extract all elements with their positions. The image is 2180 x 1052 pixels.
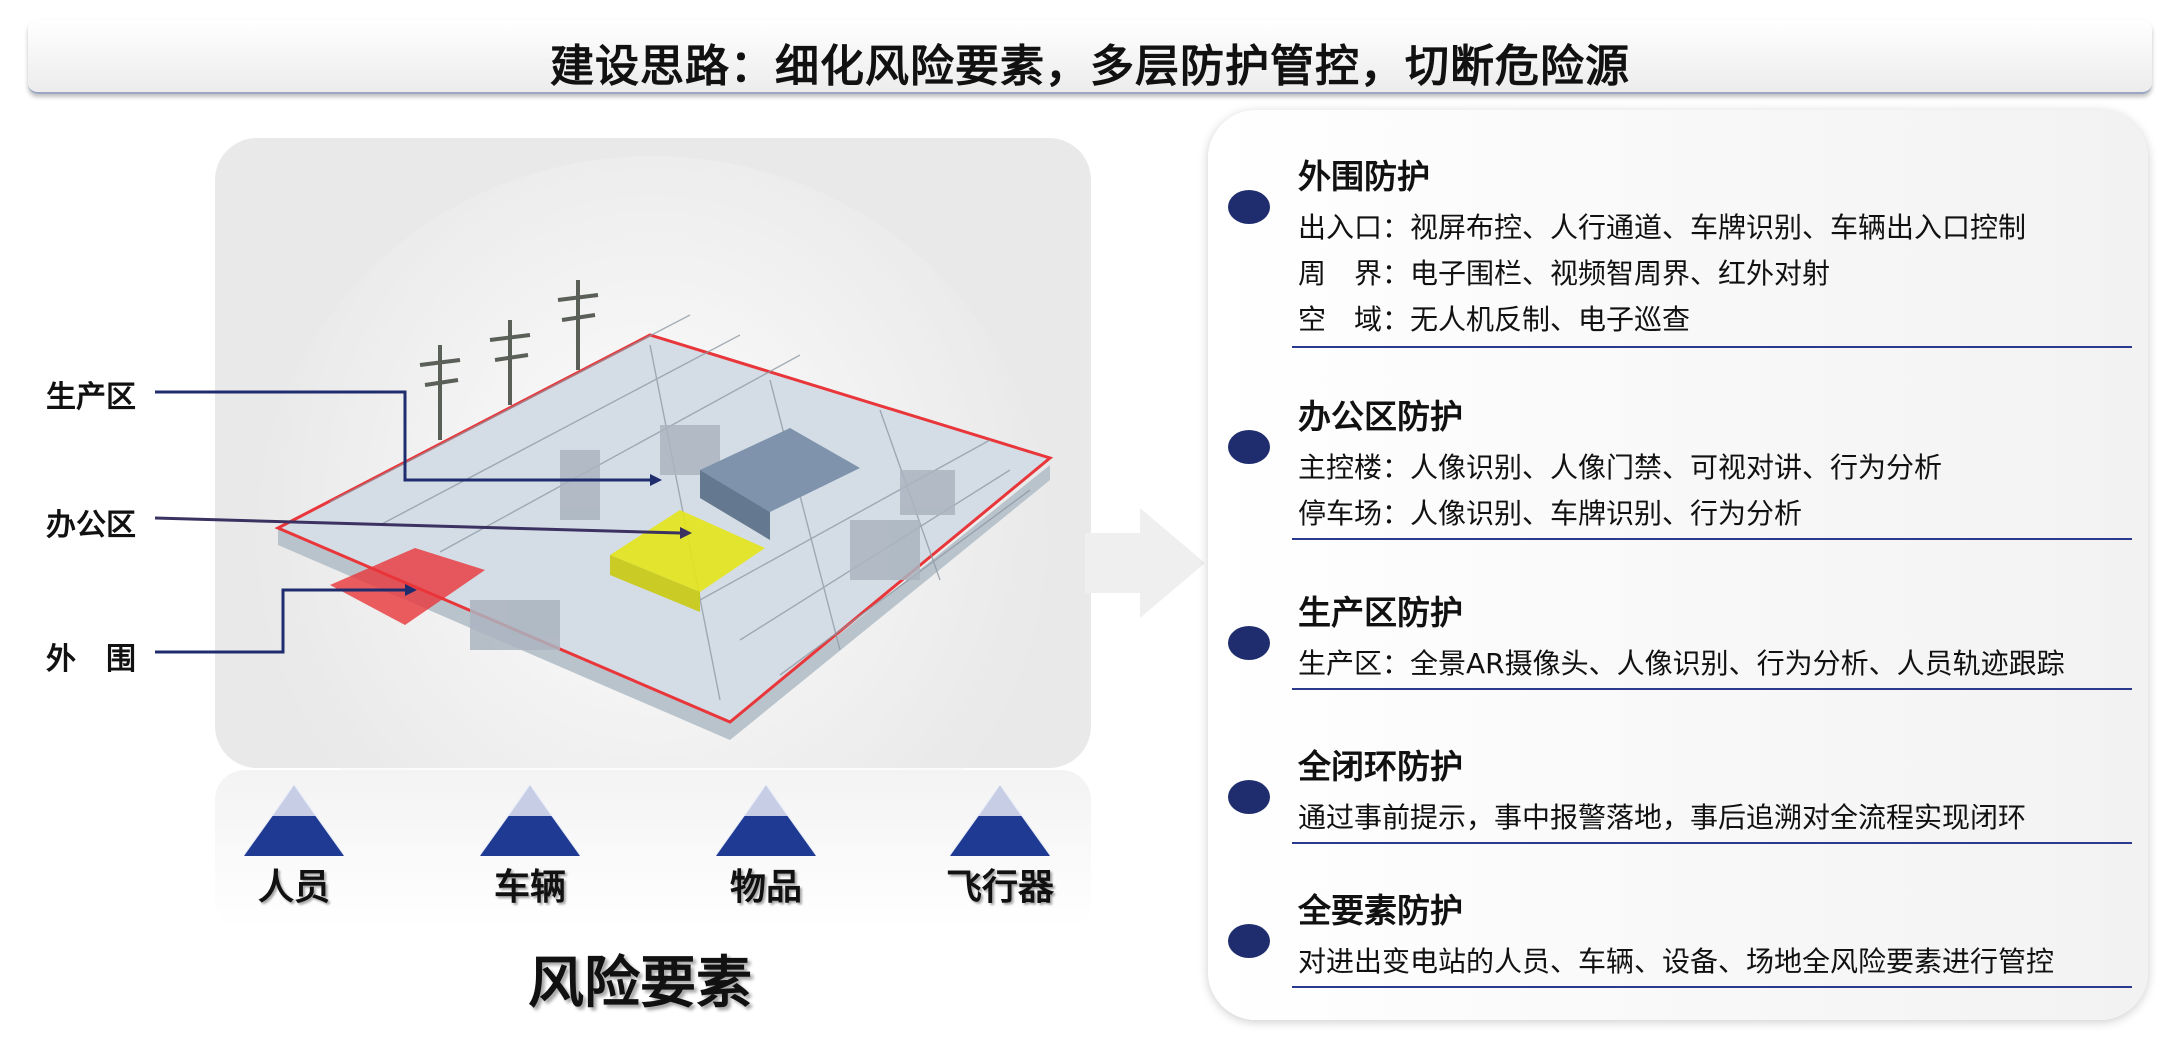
section-divider: [1292, 688, 2132, 690]
factor-goods: 物品: [696, 786, 836, 910]
triangle-icon: [244, 786, 344, 856]
triangle-icon: [716, 786, 816, 856]
protection-measures-panel: 外围防护 出入口：视屏布控、人行通道、车牌识别、车辆出入口控制 周 界：电子围栏…: [1208, 110, 2148, 1020]
section-line: 周 界：电子围栏、视频智周界、红外对射: [1298, 257, 1831, 290]
section-divider: [1292, 346, 2132, 348]
section-title: 全要素防护: [1298, 891, 1463, 930]
bullet-icon: [1228, 430, 1270, 464]
bullet-icon: [1228, 190, 1270, 224]
zone-label-office: 办公区: [46, 508, 136, 543]
section-line: 停车场：人像识别、车牌识别、行为分析: [1298, 497, 1803, 530]
factor-vehicle: 车辆: [460, 786, 600, 910]
perimeter-leader-line: [155, 588, 405, 654]
bullet-icon: [1228, 780, 1270, 814]
factor-label: 车辆: [493, 867, 566, 908]
bullet-icon: [1228, 924, 1270, 958]
section-divider: [1292, 986, 2132, 988]
transmission-towers: [419, 280, 599, 440]
title-bar: 建设思路：细化风险要素，多层防护管控，切断危险源: [28, 20, 2152, 94]
section-title: 全闭环防护: [1298, 747, 1463, 786]
page-title: 建设思路：细化风险要素，多层防护管控，切断危险源: [550, 41, 1630, 92]
section-line: 主控楼：人像识别、人像门禁、可视对讲、行为分析: [1298, 451, 1943, 484]
office-zone-highlight: [610, 510, 765, 592]
section-divider: [1292, 842, 2132, 844]
section-line: 出入口：视屏布控、人行通道、车牌识别、车辆出入口控制: [1298, 211, 2027, 244]
bullet-icon: [1228, 626, 1270, 660]
factor-label: 飞行器: [945, 867, 1054, 908]
section-line: 通过事前提示，事中报警落地，事后追溯对全流程实现闭环: [1298, 801, 2027, 834]
zone-label-perimeter: 外 围: [46, 642, 136, 677]
factor-label: 人员: [257, 867, 330, 908]
factor-label: 物品: [729, 867, 802, 908]
office-leader-line: [154, 516, 681, 535]
risk-factors-title: 风险要素: [528, 951, 752, 1016]
arrow-right-icon: [1085, 508, 1205, 618]
section-divider: [1292, 538, 2132, 540]
section-title: 生产区防护: [1298, 593, 1463, 632]
factor-aircraft: 飞行器: [930, 786, 1070, 910]
main-control-building: [700, 428, 860, 512]
section-title: 办公区防护: [1298, 397, 1463, 436]
triangle-icon: [480, 786, 580, 856]
triangle-icon: [950, 786, 1050, 856]
zone-label-production: 生产区: [46, 380, 136, 415]
section-line: 空 域：无人机反制、电子巡查: [1298, 303, 1691, 336]
factor-personnel: 人员: [224, 786, 364, 910]
section-title: 外围防护: [1298, 157, 1430, 196]
production-leader-line: [155, 390, 650, 482]
section-line: 生产区：全景AR摄像头、人像识别、行为分析、人员轨迹跟踪: [1298, 647, 2065, 680]
section-line: 对进出变电站的人员、车辆、设备、场地全风险要素进行管控: [1298, 945, 2055, 978]
